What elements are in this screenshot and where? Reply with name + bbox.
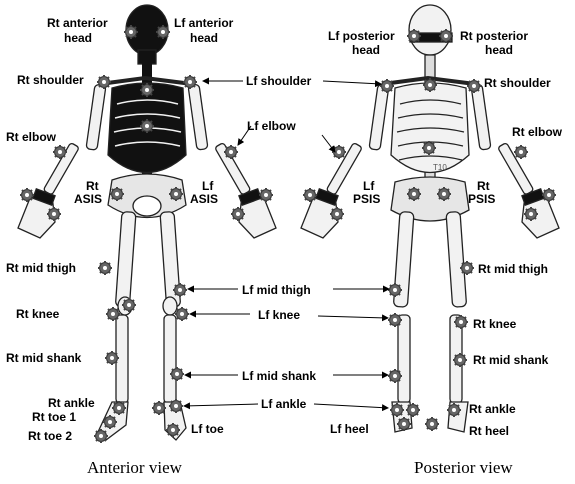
label-rt-mid-shank-posterior: Rt mid shank	[473, 353, 549, 367]
marker-icon	[98, 261, 112, 275]
marker-icon	[124, 25, 138, 39]
label-rt-ankle-anterior: Rt ankle	[48, 396, 95, 410]
label-lf-ankle: Lf ankle	[261, 397, 307, 411]
label-rt-knee-anterior: Rt knee	[16, 307, 60, 321]
marker-icon	[20, 188, 34, 202]
label-lf-posterior-head-1: Lf posterior	[328, 29, 395, 43]
marker-icon	[437, 187, 451, 201]
marker-icon	[112, 401, 126, 415]
marker-icon	[453, 353, 467, 367]
label-rt-posterior-head-1: Rt posterior	[460, 29, 528, 43]
marker-icon	[406, 403, 420, 417]
marker-icon	[53, 145, 67, 159]
marker-icon	[332, 145, 346, 159]
label-lf-psis-1: Lf	[363, 179, 375, 193]
marker-icon	[94, 429, 108, 443]
caption-posterior-view: Posterior view	[414, 458, 513, 477]
label-rt-heel: Rt heel	[469, 424, 509, 438]
label-lf-anterior-head-2: head	[190, 31, 218, 45]
marker-icon	[166, 423, 180, 437]
label-rt-mid-thigh-anterior: Rt mid thigh	[6, 261, 76, 275]
marker-icon	[330, 207, 344, 221]
marker-icon	[422, 141, 436, 155]
label-rt-shoulder-anterior: Rt shoulder	[17, 73, 84, 87]
label-rt-asis-2: ASIS	[74, 192, 102, 206]
marker-icon	[542, 188, 556, 202]
caption-anterior-view: Anterior view	[87, 458, 183, 477]
marker-icon	[407, 29, 421, 43]
marker-icon	[224, 145, 238, 159]
marker-icon	[259, 188, 273, 202]
marker-icon	[152, 401, 166, 415]
marker-icon	[524, 207, 538, 221]
label-rt-posterior-head-2: head	[485, 43, 513, 57]
label-rt-psis-1: Rt	[477, 179, 490, 193]
marker-icon	[423, 78, 437, 92]
label-rt-anterior-head-2: head	[64, 31, 92, 45]
label-lf-asis-2: ASIS	[190, 192, 218, 206]
marker-icon	[170, 367, 184, 381]
marker-icon	[388, 313, 402, 327]
marker-icon	[467, 79, 481, 93]
label-rt-anterior-head-1: Rt anterior	[47, 16, 108, 30]
marker-icon	[231, 207, 245, 221]
label-rt-mid-shank-anterior: Rt mid shank	[6, 351, 82, 365]
marker-icon	[140, 119, 154, 133]
label-lf-heel: Lf heel	[330, 422, 369, 436]
label-rt-ankle-posterior: Rt ankle	[469, 402, 516, 416]
label-rt-mid-thigh-posterior: Rt mid thigh	[478, 262, 548, 276]
marker-icon	[97, 75, 111, 89]
marker-icon	[514, 145, 528, 159]
marker-icon	[105, 351, 119, 365]
label-lf-posterior-head-2: head	[352, 43, 380, 57]
label-rt-elbow-posterior: Rt elbow	[512, 125, 563, 139]
marker-icon	[397, 417, 411, 431]
label-rt-toe-1: Rt toe 1	[32, 410, 76, 424]
label-rt-knee-posterior: Rt knee	[473, 317, 517, 331]
marker-icon	[156, 25, 170, 39]
marker-icon	[106, 307, 120, 321]
label-lf-mid-shank: Lf mid shank	[242, 369, 316, 383]
marker-icon	[388, 369, 402, 383]
label-rt-elbow-anterior: Rt elbow	[6, 130, 57, 144]
marker-icon	[110, 187, 124, 201]
marker-icon	[175, 307, 189, 321]
marker-icon	[47, 207, 61, 221]
label-lf-asis-1: Lf	[202, 179, 214, 193]
marker-icon	[103, 415, 117, 429]
label-rt-psis-2: PSIS	[468, 192, 495, 206]
marker-icon	[439, 29, 453, 43]
marker-icon	[169, 399, 183, 413]
marker-icon	[169, 187, 183, 201]
marker-icon	[454, 315, 468, 329]
marker-icon	[303, 188, 317, 202]
marker-icon	[388, 283, 402, 297]
marker-icon	[183, 75, 197, 89]
marker-icon	[390, 403, 404, 417]
label-rt-asis-1: Rt	[86, 179, 99, 193]
marker-icon	[380, 79, 394, 93]
marker-icon	[140, 83, 154, 97]
vertebra-label: T10	[433, 163, 447, 172]
label-lf-elbow-anterior: Lf elbow	[247, 119, 296, 133]
marker-icon	[122, 298, 136, 312]
label-rt-shoulder-posterior: Rt shoulder	[484, 76, 551, 90]
marker-icon	[425, 417, 439, 431]
marker-icon	[460, 261, 474, 275]
marker-icon	[173, 283, 187, 297]
label-lf-mid-thigh: Lf mid thigh	[242, 283, 311, 297]
label-rt-toe-2: Rt toe 2	[28, 429, 72, 443]
marker-icon	[407, 187, 421, 201]
label-lf-psis-2: PSIS	[353, 192, 380, 206]
label-lf-shoulder: Lf shoulder	[246, 74, 312, 88]
label-lf-knee: Lf knee	[258, 308, 300, 322]
label-lf-toe: Lf toe	[191, 422, 224, 436]
marker-icon	[447, 403, 461, 417]
label-lf-anterior-head-1: Lf anterior	[174, 16, 234, 30]
